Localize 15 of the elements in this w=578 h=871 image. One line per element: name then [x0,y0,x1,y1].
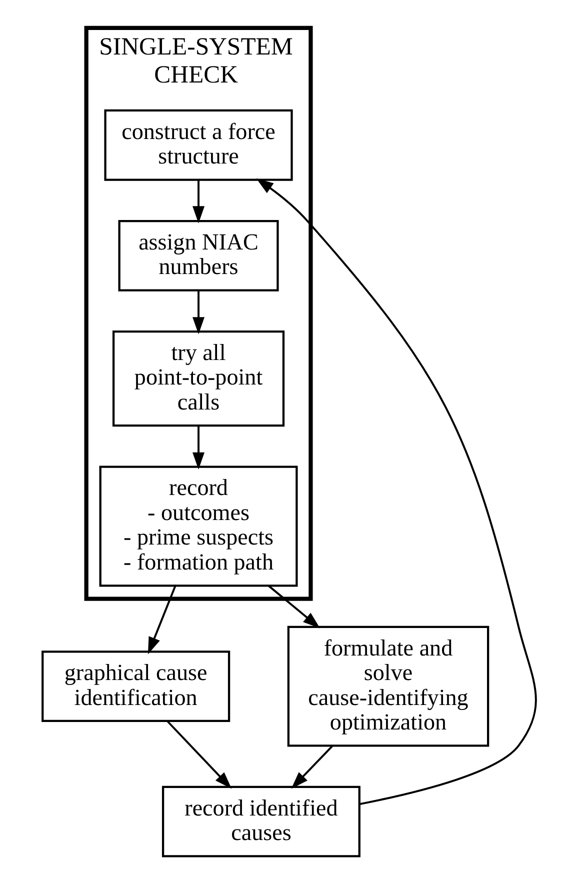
arrow [166,720,232,789]
arrow [192,290,204,334]
node-box: formulate and solve cause-identifying optimization [286,626,489,747]
node-box: construct a force structure [104,109,292,181]
arrow [268,585,320,628]
arrow [192,180,204,224]
node-box: record identified causes [161,786,360,858]
arrow [192,426,204,470]
node-box: try all point-to-point calls [112,330,284,427]
arrow [256,178,536,806]
arrow [147,585,176,654]
node-box: assign NIAC numbers [118,220,278,292]
node-box: graphical cause identification [41,650,230,722]
arrow [290,746,332,789]
node-box: record - outcomes - prime suspects - formation path [98,466,298,587]
